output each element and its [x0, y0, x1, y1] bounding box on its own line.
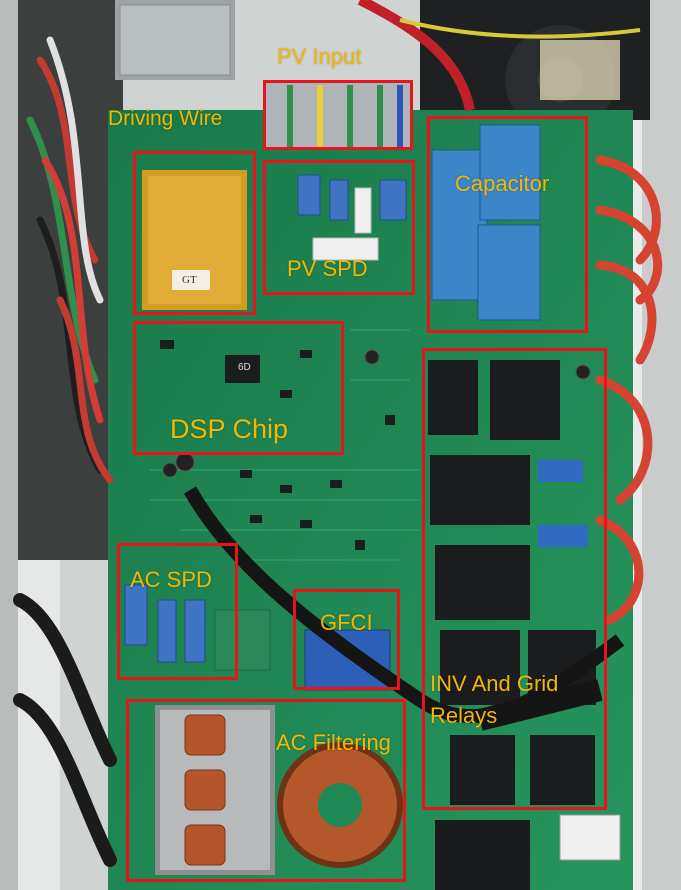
- ac-filtering-label: AC Filtering: [276, 730, 391, 755]
- gfci-box: [293, 589, 400, 690]
- ac-spd-box: [117, 543, 238, 680]
- pv-input-label: PV Input: [277, 44, 362, 69]
- pv-input-box: [263, 80, 413, 150]
- ribbon-cable-tag: GT: [182, 274, 197, 286]
- pv-spd-label: PV SPD: [287, 256, 368, 281]
- driving-wire-box: [133, 151, 256, 315]
- capacitor-box: [427, 116, 588, 333]
- capacitor-label: Capacitor: [455, 171, 550, 196]
- driving-wire-label: Driving Wire: [108, 107, 223, 130]
- dsp-chip-box: [133, 321, 344, 455]
- pv-spd-box: [263, 160, 415, 295]
- dsp-chip-tag: 6D: [238, 362, 251, 373]
- gfci-label: GFCI: [320, 610, 373, 635]
- ac-filtering-box: [126, 699, 406, 882]
- inv-grid-relays-label-line2: Relays: [430, 703, 498, 728]
- inv-grid-relays-box: [422, 348, 607, 810]
- ac-spd-label: AC SPD: [130, 567, 212, 592]
- inv-grid-relays-label-line1: INV And Grid: [430, 671, 559, 696]
- dsp-chip-label: DSP Chip: [170, 414, 289, 444]
